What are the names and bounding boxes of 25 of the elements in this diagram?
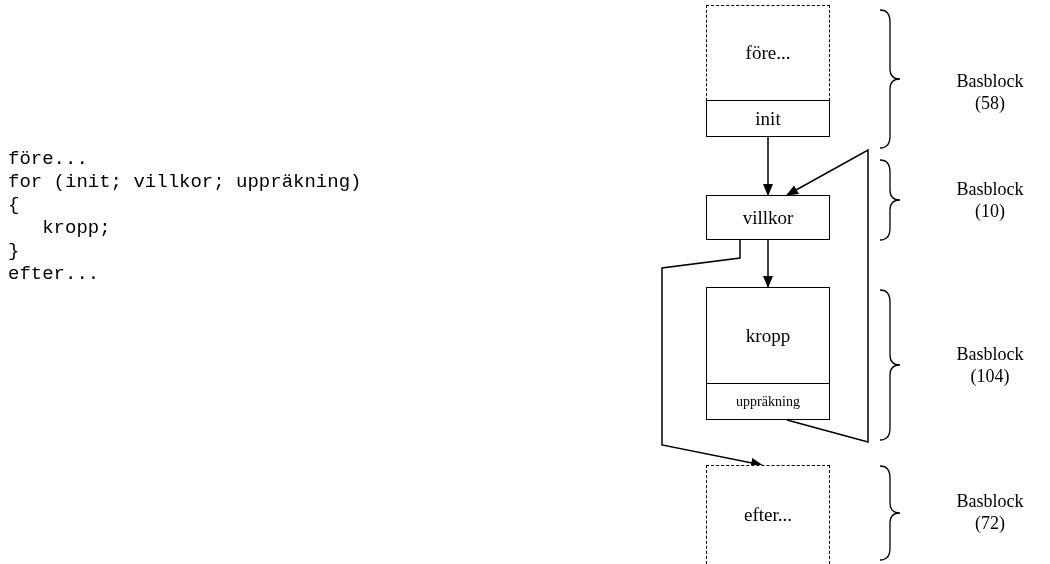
process-box [706,465,830,564]
code-line: kropp; [41,217,111,239]
code-line: } [8,240,20,262]
box-label: före... [745,42,791,64]
code-line: { [8,194,20,216]
box-label: efter... [744,504,792,526]
block-label: Basblock (104) [955,343,1025,387]
process-box [706,383,830,420]
box-label: init [755,107,781,130]
code-line: efter... [8,263,100,285]
arrow [786,148,869,443]
box-label: kropp [745,324,791,347]
block-label: Basblock (72) [955,490,1025,534]
box-label: uppräkning [736,393,800,410]
process-box [706,195,830,240]
arrow [763,239,773,288]
code-line: före... [8,148,88,170]
process-box [706,5,830,101]
process-box [706,100,830,137]
arrow [763,136,773,196]
block-label: Basblock (58) [955,70,1025,114]
box-label: villkor [742,206,794,229]
block-label: Basblock (10) [955,178,1025,222]
process-box [706,287,830,384]
code-line: for (init; villkor; uppräkning) [8,171,362,193]
